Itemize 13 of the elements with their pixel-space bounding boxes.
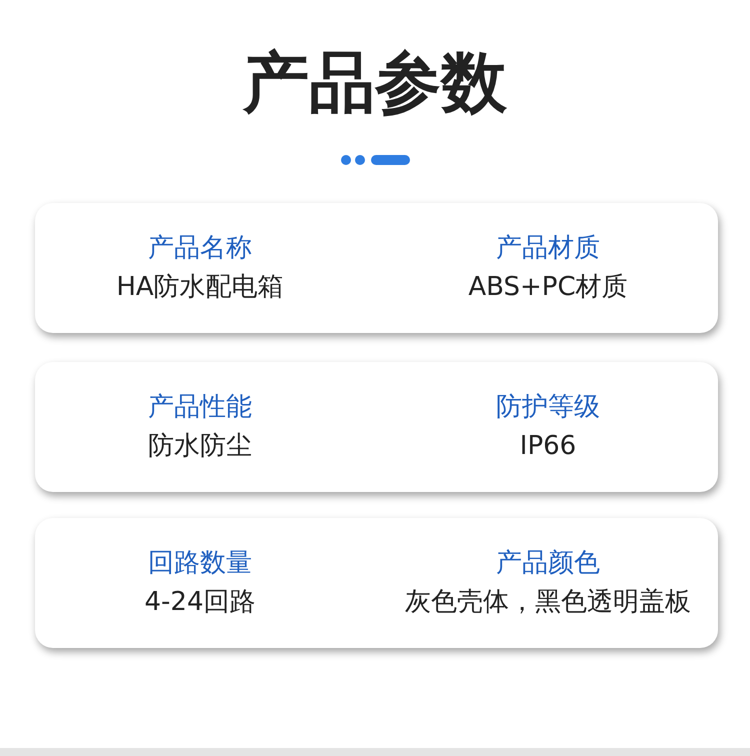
spec-name: 回路数量 (148, 547, 252, 580)
page-title: 产品参数 (242, 43, 508, 123)
spec-value: 4-24回路 (144, 586, 256, 619)
spec-value: IP66 (520, 430, 576, 463)
spec-value: ABS+PC材质 (468, 271, 628, 304)
spec-name: 产品名称 (148, 232, 252, 265)
spec-value: HA防水配电箱 (116, 271, 284, 304)
spec-name: 防护等级 (496, 391, 600, 424)
spec-value: 灰色壳体，黑色透明盖板 (405, 586, 691, 619)
spec-name: 产品颜色 (496, 547, 600, 580)
spec-name: 产品性能 (148, 391, 252, 424)
spec-value: 防水防尘 (148, 430, 252, 463)
spec-name: 产品材质 (496, 232, 600, 265)
